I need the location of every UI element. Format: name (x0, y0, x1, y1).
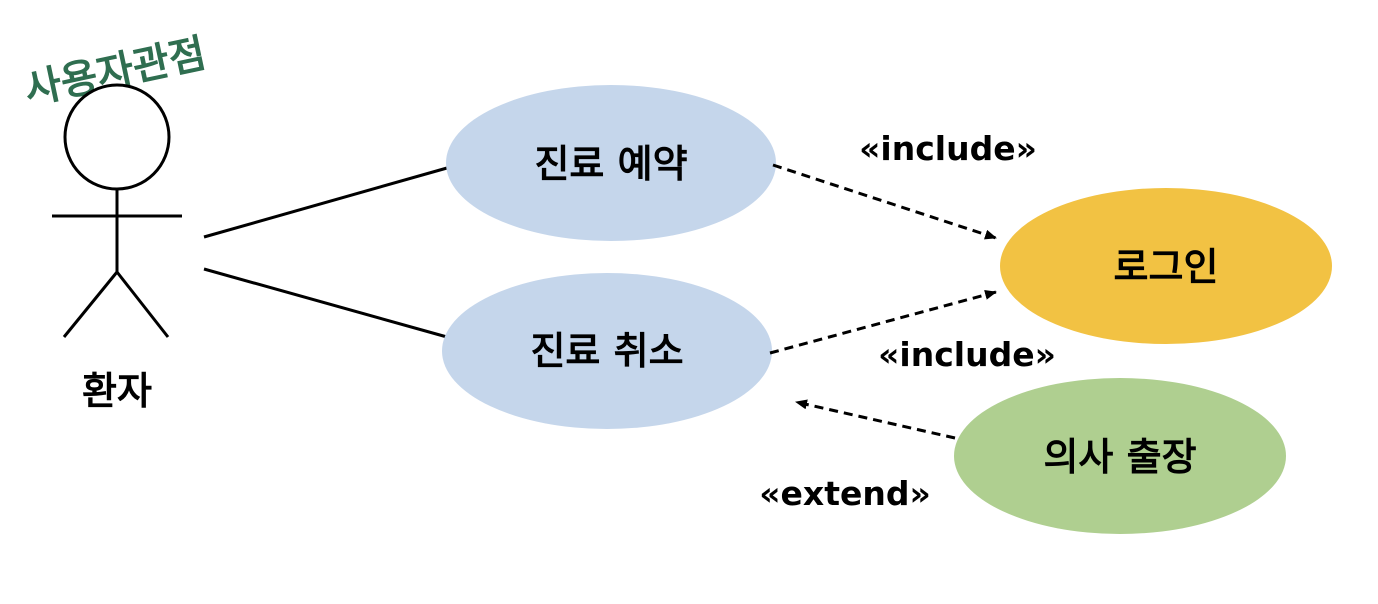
actor-label: 환자 (82, 369, 152, 413)
usecase-login-shape (1000, 188, 1332, 344)
extend-label: «extend» (759, 474, 931, 513)
usecase-cancel-shape (442, 273, 772, 429)
usecase-doctor-trip-label: 의사 출장 (1043, 435, 1196, 479)
include-arrow-cancel-login (769, 290, 997, 355)
extend-arrow-trip-cancel (795, 399, 956, 440)
usecase-login-label: 로그인 (1114, 245, 1219, 289)
include-arrow-reserve-login (772, 163, 997, 240)
usecase-reserve[interactable]: 진료 예약 (446, 85, 776, 241)
actor-left-leg (62, 271, 119, 338)
include-label-top: «include» (859, 129, 1037, 168)
handwritten-note: 사용자관점 (21, 31, 211, 114)
association-reserve (203, 166, 448, 239)
actor-right-leg (115, 271, 170, 338)
usecase-reserve-shape (446, 85, 776, 241)
usecase-reserve-label: 진료 예약 (534, 142, 687, 186)
usecase-doctor-trip[interactable]: 의사 출장 (954, 378, 1286, 534)
usecase-doctor-trip-shape (954, 378, 1286, 534)
association-cancel (203, 267, 448, 339)
usecase-login[interactable]: 로그인 (1000, 188, 1332, 344)
usecase-cancel[interactable]: 진료 취소 (442, 273, 772, 429)
actor-stick-figure-icon (52, 83, 182, 338)
usecase-cancel-label: 진료 취소 (530, 329, 683, 373)
include-label-bottom: «include» (878, 335, 1056, 374)
actor-head (63, 83, 171, 191)
